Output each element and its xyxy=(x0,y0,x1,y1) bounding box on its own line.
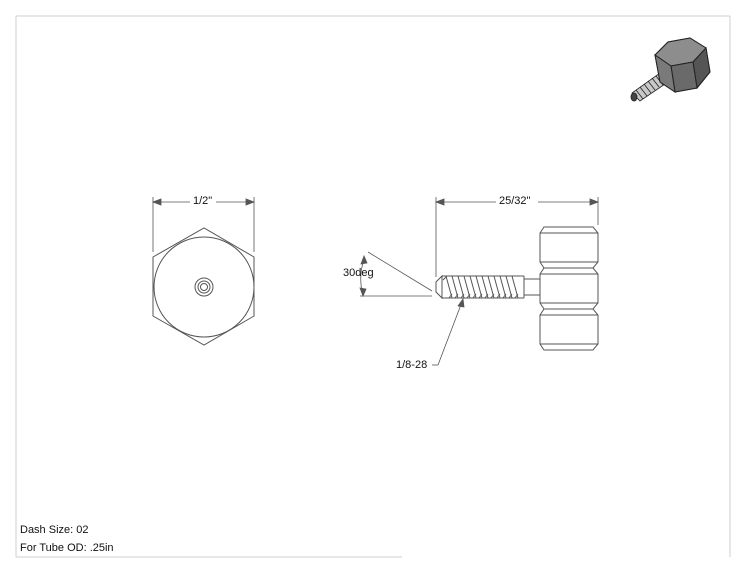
bore-inner xyxy=(200,283,208,291)
angle-dimension xyxy=(359,251,433,298)
sheet-frame xyxy=(15,15,731,558)
bore-mid xyxy=(197,280,211,294)
hex-chamfer-circle xyxy=(153,236,255,338)
angle-label: 30deg xyxy=(343,267,374,279)
side-hex-head xyxy=(539,226,599,351)
iso-hex-head xyxy=(654,37,711,94)
hex-outline xyxy=(152,227,255,346)
side-view xyxy=(435,226,599,351)
hex-front-view xyxy=(152,227,255,346)
bore-outer xyxy=(194,277,214,297)
hex-width-dimension xyxy=(151,197,256,252)
side-thread xyxy=(435,274,525,300)
dash-size-note: Dash Size: 02 xyxy=(20,524,89,536)
thread-leader xyxy=(432,297,465,366)
tube-od-note: For Tube OD: .25in xyxy=(20,542,114,554)
side-shank xyxy=(524,278,540,296)
length-label: 25/32" xyxy=(499,195,531,207)
hex-width-label: 1/2" xyxy=(193,195,213,207)
thread-label: 1/8-28 xyxy=(396,359,428,371)
iso-thumbnail xyxy=(630,37,711,102)
length-dimension xyxy=(434,197,600,277)
